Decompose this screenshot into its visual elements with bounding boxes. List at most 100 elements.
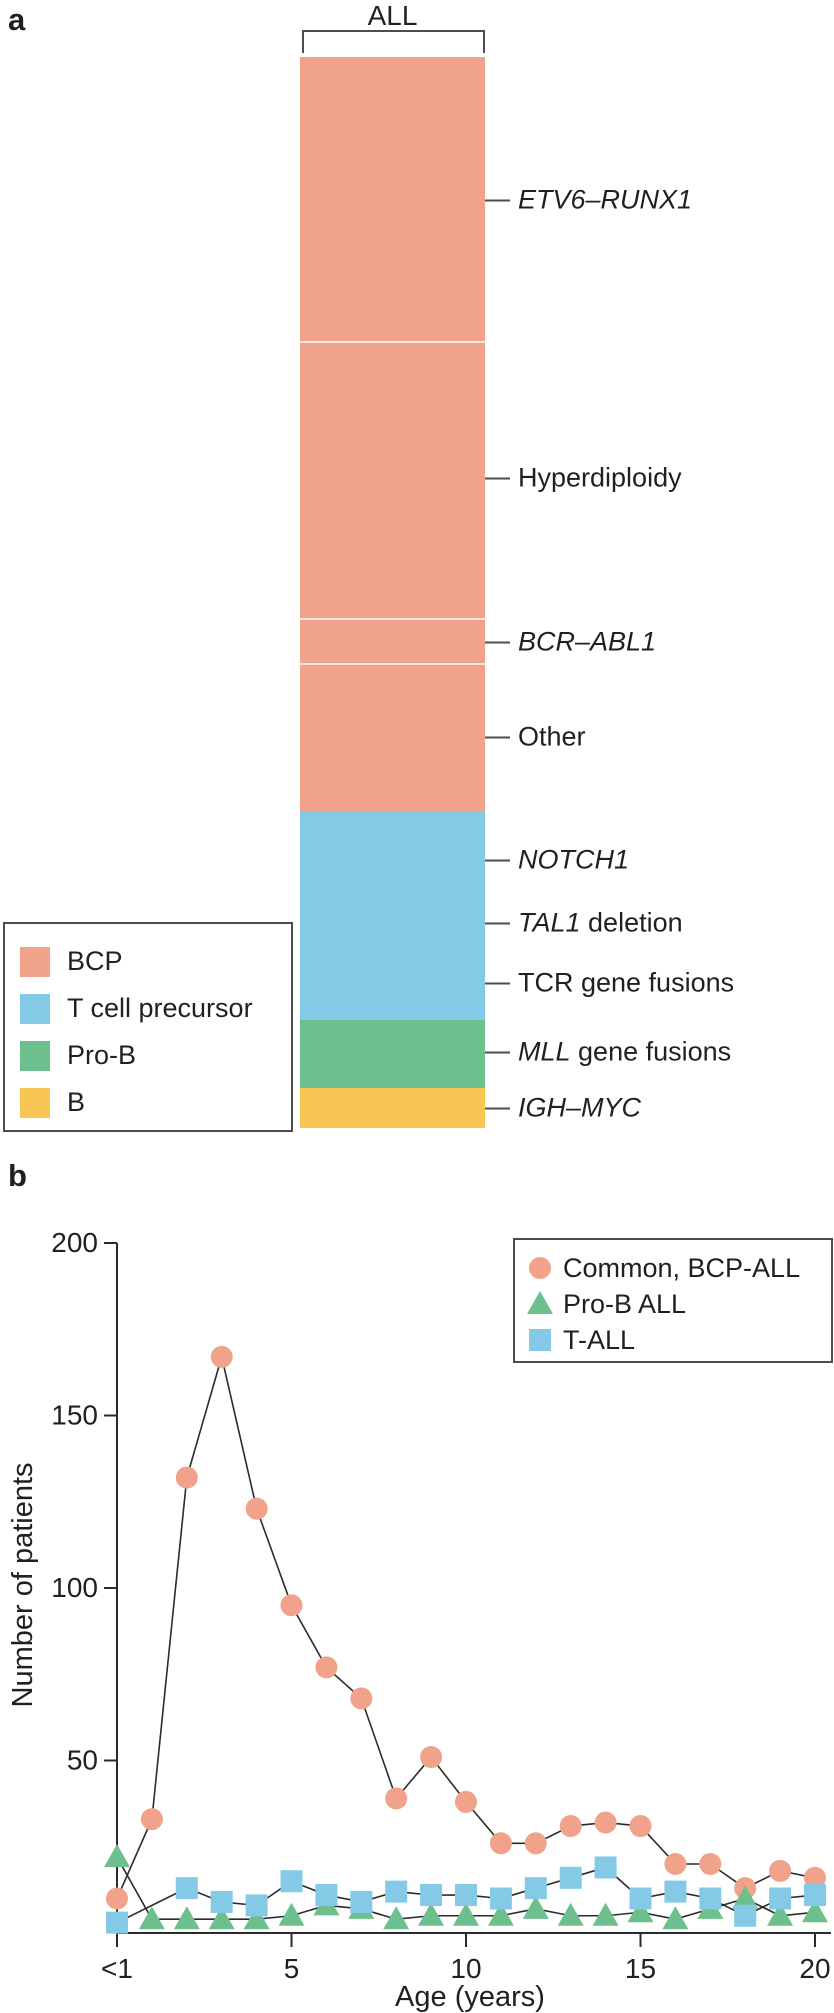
data-point-circle xyxy=(489,1832,512,1855)
y-axis-title: Number of patients xyxy=(7,1462,39,1707)
data-point-triangle xyxy=(138,1906,165,1930)
legend-item-t-cell-precursor: T cell precursor xyxy=(20,985,291,1032)
data-point-circle xyxy=(455,1790,477,1813)
series-pro-b-all xyxy=(104,1844,828,1930)
all-bar-title: ALL xyxy=(367,0,418,31)
x-tick-label: 10 xyxy=(450,1953,481,1984)
legend-item-bcp: BCP xyxy=(20,938,291,985)
data-point-circle xyxy=(629,1815,652,1838)
data-point-circle xyxy=(594,1811,617,1834)
callout: TAL1 deletion xyxy=(485,907,683,938)
data-point-circle xyxy=(350,1687,373,1710)
data-point-square xyxy=(280,1870,303,1893)
data-point-square xyxy=(524,1877,547,1900)
x-tick-label: 5 xyxy=(284,1953,300,1984)
bar-segment-pro-b-segment xyxy=(300,1019,485,1088)
data-point-square xyxy=(559,1866,582,1889)
y-tick-label: 50 xyxy=(67,1745,98,1776)
callout: ETV6–RUNX1 xyxy=(485,184,693,215)
legend-label: Common, BCP-ALL xyxy=(563,1252,801,1283)
callout-line xyxy=(485,1051,510,1053)
y-tick-label: 200 xyxy=(51,1227,98,1258)
all-bar xyxy=(300,57,485,1128)
callout-label: Other xyxy=(518,721,586,752)
panel-b-label: b xyxy=(8,1158,27,1193)
legend-swatch xyxy=(20,946,50,977)
data-point-circle xyxy=(524,1832,547,1855)
data-point-square xyxy=(385,1880,408,1903)
data-point-triangle xyxy=(627,1899,654,1923)
bar-segment-hyperdiploidy-segment xyxy=(300,341,485,618)
legend-swatch xyxy=(20,993,50,1024)
data-point-circle xyxy=(385,1787,408,1810)
data-point-square xyxy=(769,1887,792,1910)
data-point-circle xyxy=(559,1815,582,1838)
circle-marker-icon xyxy=(529,1257,551,1279)
legend-item-t-all: T-ALL xyxy=(527,1322,831,1358)
data-point-circle xyxy=(175,1466,198,1489)
data-point-square xyxy=(455,1884,477,1907)
x-tick-label: 20 xyxy=(799,1953,830,1984)
data-point-square xyxy=(804,1884,826,1907)
callout-line xyxy=(485,859,510,861)
data-point-square xyxy=(594,1856,617,1879)
legend-item-b: B xyxy=(20,1079,291,1126)
data-point-square xyxy=(529,1329,551,1351)
data-point-triangle xyxy=(527,1291,553,1314)
data-point-square xyxy=(420,1884,443,1907)
callout-label: MLL gene fusions xyxy=(518,1036,732,1067)
legend-item-common-bcp-all: Common, BCP-ALL xyxy=(527,1250,831,1286)
callout-label: TAL1 deletion xyxy=(518,907,683,938)
square-marker-icon xyxy=(529,1329,551,1351)
series-line xyxy=(116,1353,816,1899)
panel-a-label: a xyxy=(8,2,26,37)
data-point-square xyxy=(106,1911,128,1934)
callout-line xyxy=(485,477,510,479)
callout: Other xyxy=(485,721,586,752)
data-point-triangle xyxy=(278,1902,305,1926)
data-point-square xyxy=(210,1890,233,1913)
callout-label: ETV6–RUNX1 xyxy=(518,184,693,215)
callout-label: IGH–MYC xyxy=(518,1092,642,1123)
bar-segment-other-segment xyxy=(300,662,485,812)
data-point-triangle xyxy=(383,1906,410,1930)
legend-label: T cell precursor xyxy=(67,993,253,1023)
triangle-marker-icon xyxy=(527,1291,553,1314)
series-common-bcp-all xyxy=(106,1345,826,1910)
data-point-square xyxy=(315,1884,338,1907)
callout-line xyxy=(485,922,510,924)
legend-label: Pro-B xyxy=(67,1040,137,1070)
data-point-circle xyxy=(699,1853,722,1875)
x-tick-label: 15 xyxy=(625,1953,656,1984)
data-point-circle xyxy=(420,1746,443,1769)
data-point-circle xyxy=(769,1859,792,1882)
data-point-triangle xyxy=(243,1906,270,1930)
x-tick-label: <1 xyxy=(101,1953,133,1984)
bar-segment-etv6-runx1-segment xyxy=(300,57,485,342)
data-point-circle xyxy=(804,1866,826,1889)
data-point-triangle xyxy=(592,1902,619,1926)
data-point-triangle xyxy=(767,1902,794,1926)
callout-line xyxy=(485,199,510,201)
legend-label: B xyxy=(67,1087,86,1117)
data-point-triangle xyxy=(487,1902,514,1926)
data-point-square xyxy=(734,1904,757,1927)
callout: TCR gene fusions xyxy=(485,969,734,997)
data-point-triangle xyxy=(104,1844,130,1868)
callout: IGH–MYC xyxy=(485,1092,642,1123)
data-point-square xyxy=(489,1887,512,1910)
bar-segment-b-segment xyxy=(300,1087,485,1128)
legend-swatch xyxy=(20,1040,50,1071)
callout-label: Hyperdiploidy xyxy=(518,462,682,493)
legend-item-pro-b: Pro-B xyxy=(20,1032,291,1079)
data-point-circle xyxy=(140,1808,163,1831)
data-point-triangle xyxy=(802,1899,828,1923)
all-bracket xyxy=(302,30,485,53)
legend-swatch xyxy=(20,1087,50,1118)
data-point-square xyxy=(629,1887,652,1910)
legend-label: BCP xyxy=(67,946,123,976)
data-point-triangle xyxy=(557,1902,584,1926)
data-point-triangle xyxy=(453,1902,479,1926)
